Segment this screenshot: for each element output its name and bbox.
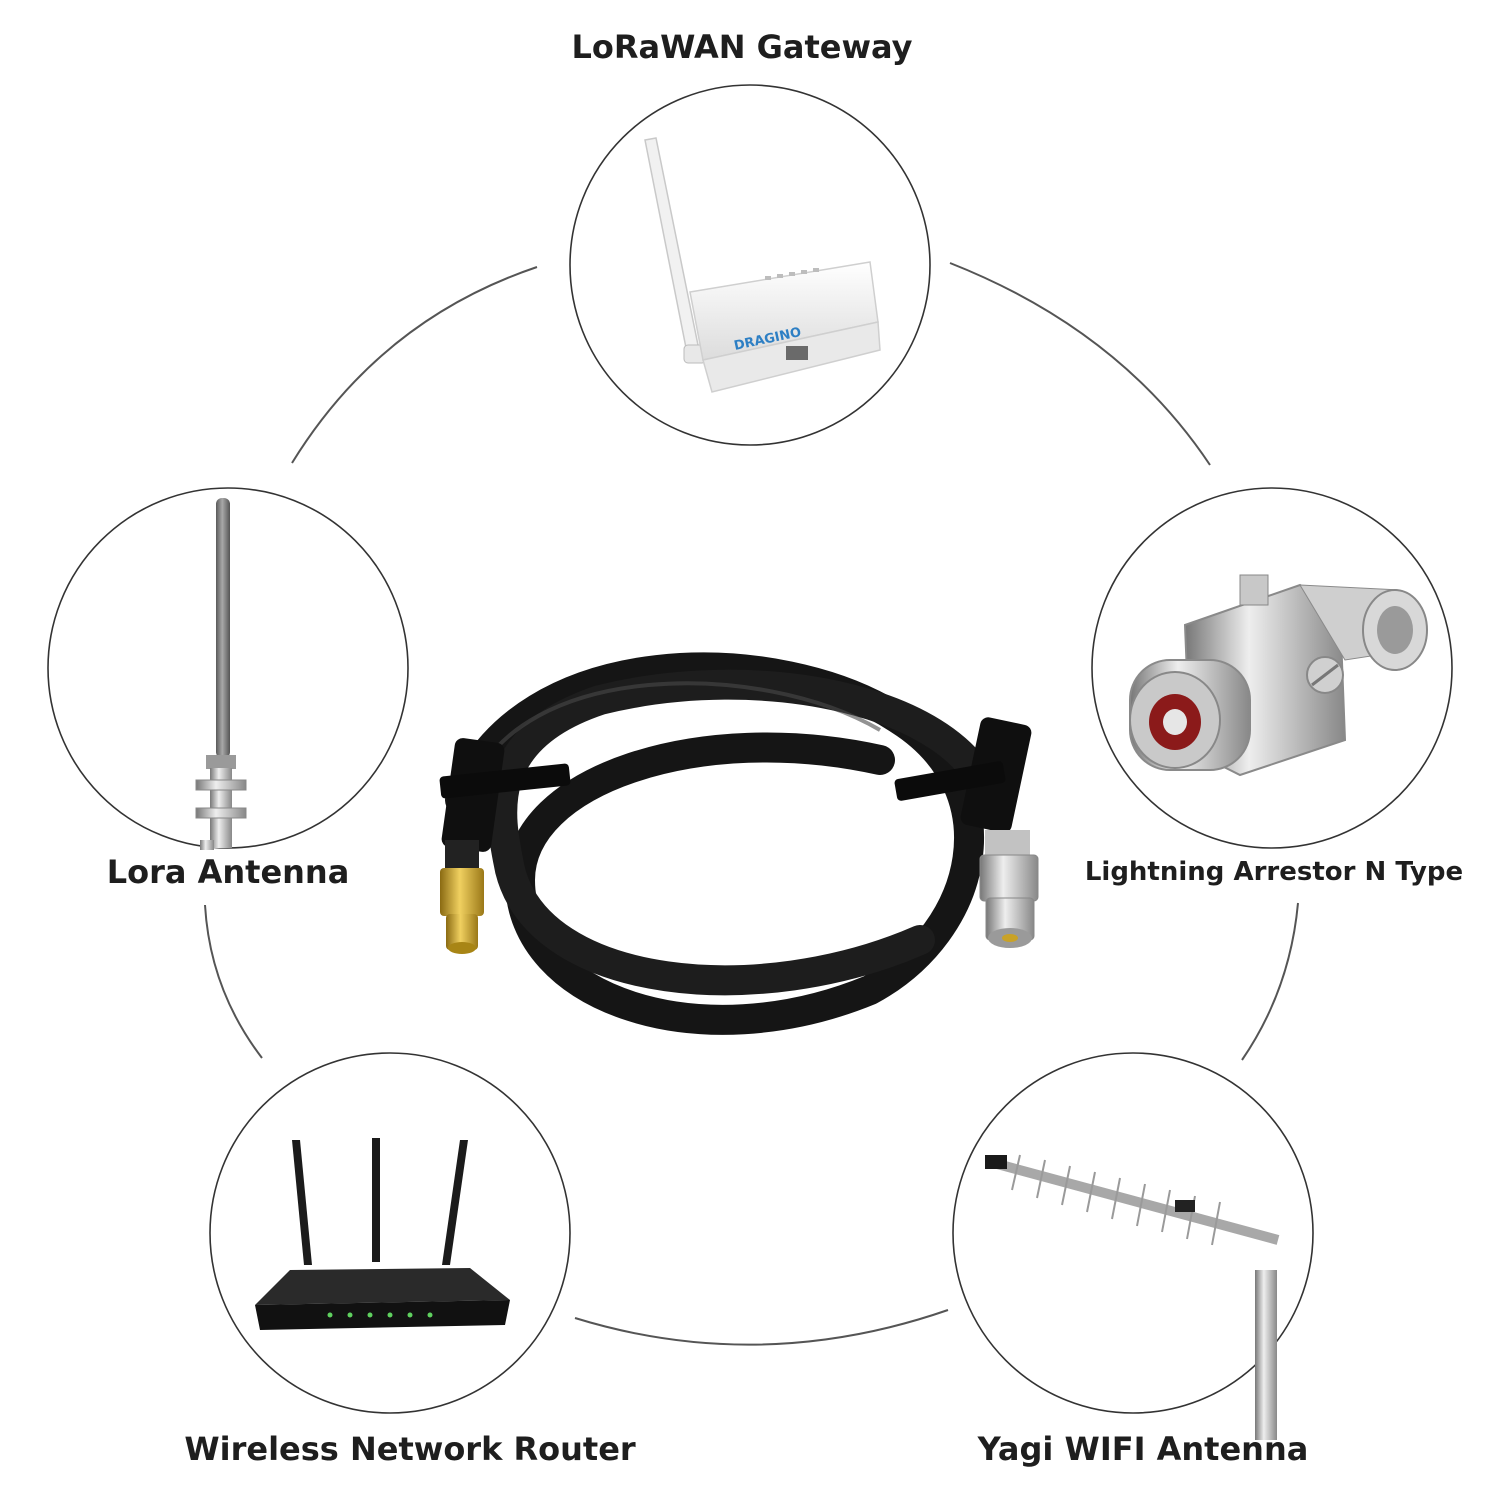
ring-arc-lora-router [204,904,263,1059]
gateway-antenna-icon [644,137,701,359]
router-label: Wireless Network Router [184,1430,636,1468]
yagi-label: Yagi WIFI Antenna [977,1430,1309,1468]
sma-connector [440,840,484,954]
router-antenna-icon [442,1140,468,1265]
connection-ring [204,262,1299,1346]
router-circle [209,1052,571,1414]
ring-arc-router-yagi [574,1309,949,1346]
gateway-ethernet-port [786,346,808,360]
gateway-circle [569,84,931,446]
coax-cable [439,652,1039,1035]
ring-arc-gateway-arrestor [949,262,1211,466]
gateway-label: LoRaWAN Gateway [571,28,913,66]
arrestor-label: Lightning Arrestor N Type [1084,857,1464,887]
gateway-device: DRAGINO [644,137,881,393]
router-led-row [327,1312,433,1318]
router-antenna-icon [372,1138,380,1262]
yagi-circle [952,1052,1314,1414]
gateway-led-row [765,268,819,280]
lora-antenna-label: Lora Antenna [106,853,350,891]
arrestor-circle [1091,487,1453,849]
router-antenna-icon [292,1140,312,1265]
arrestor-device [1129,574,1428,777]
n-type-connector [979,830,1039,948]
ring-arc-gateway-lora [291,266,538,464]
yagi-device [985,1154,1280,1440]
router-device [255,1138,510,1330]
ring-arc-arrestor-yagi [1241,902,1299,1061]
lora-antenna-device [195,498,247,850]
